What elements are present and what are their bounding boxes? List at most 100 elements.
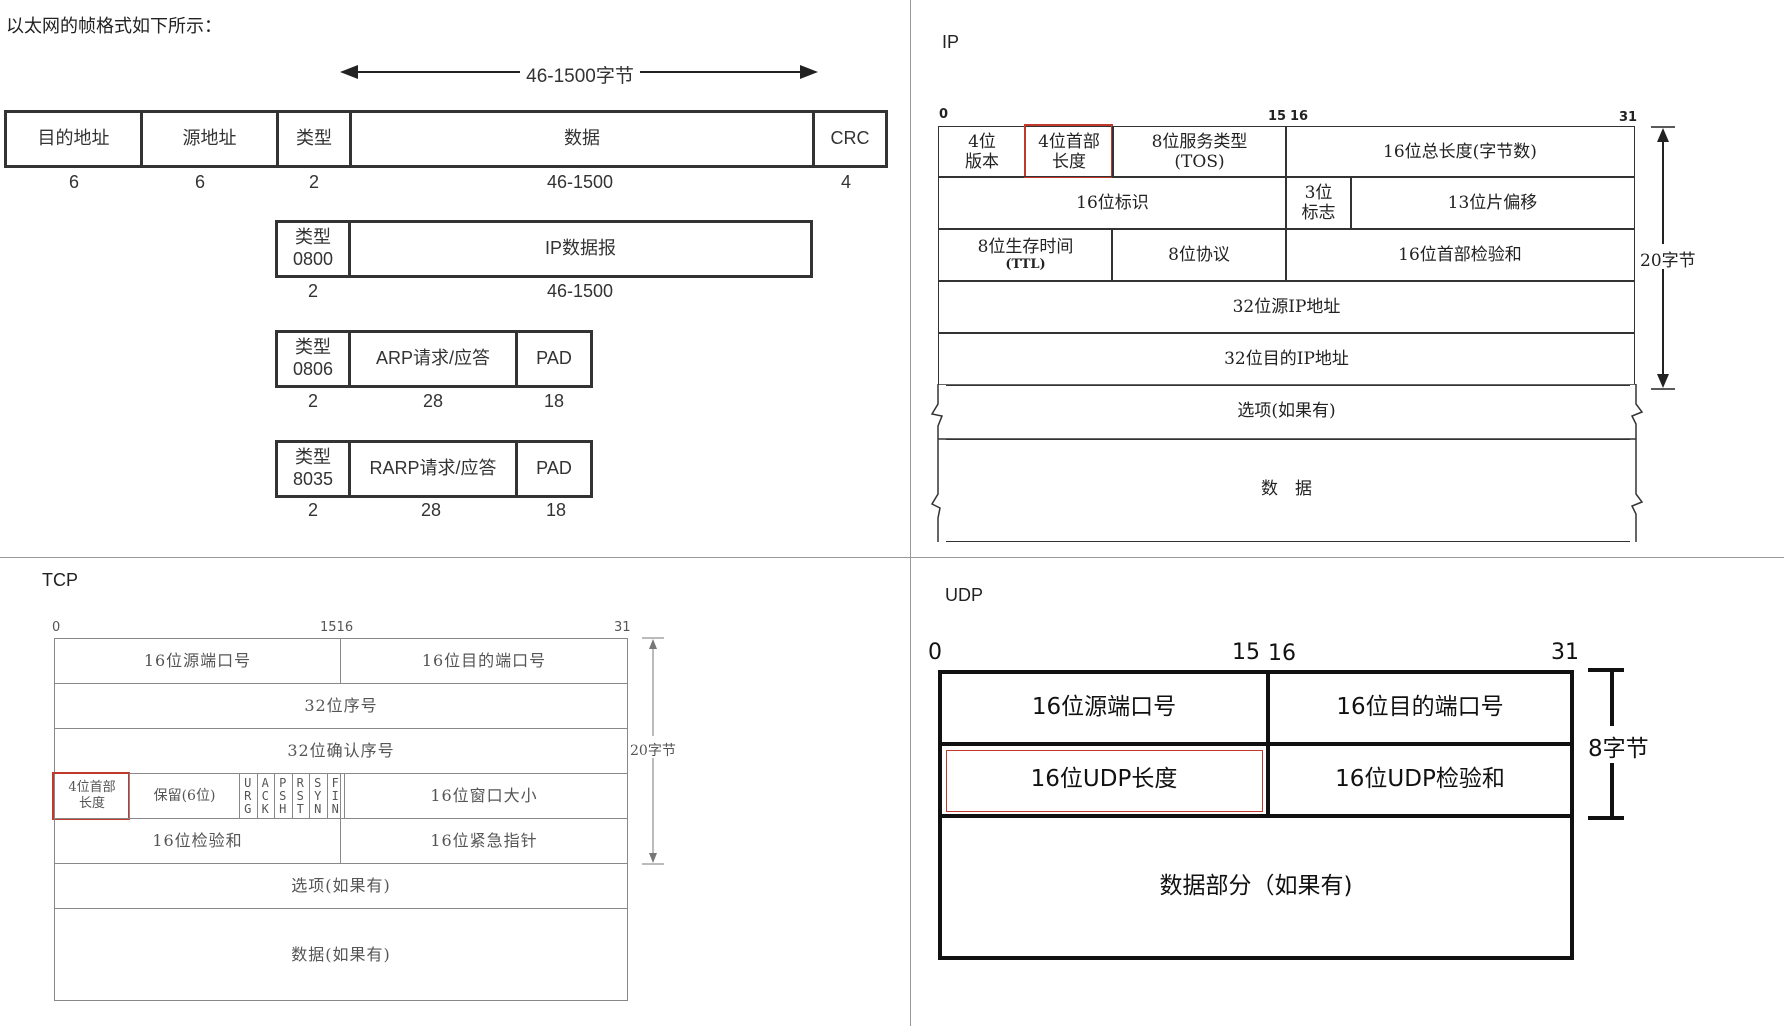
rarp-type: 类型 8035 (275, 440, 351, 498)
tcp-ack: 32位确认序号 (54, 728, 628, 774)
range-arrow (340, 65, 818, 79)
tcp-hlen-b: 长度 (78, 796, 105, 811)
tcp-flag-letter: G (244, 801, 253, 816)
ip-bit-31: 31 (1619, 110, 1638, 125)
size-type: 2 (308, 172, 319, 192)
tcp-flag-letter: S (279, 788, 288, 803)
ip-version-a: 4位 (968, 131, 996, 152)
ip-20bytes-arrow (1651, 126, 1675, 390)
ip-tos: 8位服务类型 (TOS) (1112, 126, 1287, 178)
frame-crc: CRC (812, 110, 888, 168)
ip-flags: 3位 标志 (1285, 176, 1352, 230)
tcp-hlen-highlight (52, 772, 130, 820)
ip-fragment-offset: 13位片偏移 (1350, 176, 1635, 230)
tcp-bit-31: 31 (614, 620, 631, 635)
rarp-size-data: 28 (420, 500, 442, 520)
frame-src-address: 源地址 (140, 110, 279, 168)
udp-checksum: 16位UDP检验和 (1266, 742, 1574, 818)
ip-identification: 16位标识 (938, 176, 1287, 230)
tcp-bit-1516: 1516 (320, 620, 354, 635)
tcp-flag-letter: P (279, 775, 288, 790)
size-data: 46-1500 (546, 172, 614, 192)
udp-length-highlight (946, 750, 1263, 812)
udp-8bytes-bracket (1588, 668, 1624, 820)
ip-protocol: 8位协议 (1111, 228, 1287, 282)
arp-data: ARP请求/应答 (348, 330, 518, 388)
tcp-flag-letter: N (314, 801, 323, 816)
tcp-flag-letter: A (261, 775, 270, 790)
tcp-flag-letter: K (261, 801, 270, 816)
ipdg-size-data: 46-1500 (546, 281, 614, 301)
ipdg-type-code: 0800 (292, 249, 334, 269)
ip-ihl-b: 长度 (1052, 152, 1086, 172)
size-src: 6 (194, 172, 205, 192)
ip-bit-0: 0 (939, 107, 949, 122)
ip-title: IP (942, 32, 960, 52)
arp-pad: PAD (515, 330, 593, 388)
ip-version: 4位 版本 (938, 126, 1026, 178)
ip-ttl: 8位生存时间 (TTL) (938, 228, 1113, 282)
arp-type-label: 类型 (295, 337, 331, 358)
arp-type: 类型 0806 (275, 330, 351, 388)
frame-dest-address: 目的地址 (4, 110, 143, 168)
ip-ihl-a: 4位首部 (1038, 131, 1100, 152)
size-dest: 6 (68, 172, 79, 192)
tcp-flag-letter: H (279, 801, 288, 816)
tcp-flag-letter: R (296, 775, 305, 790)
tcp-window: 16位窗口大小 (340, 773, 628, 819)
arp-size-pad: 18 (543, 391, 565, 411)
ip-bit-15: 15 (1268, 109, 1287, 124)
tcp-hlen-a: 4位首部 (68, 780, 116, 796)
rarp-type-label: 类型 (295, 447, 331, 468)
rarp-size-type: 2 (307, 500, 318, 520)
range-label: 46-1500字节 (526, 66, 634, 87)
ip-side-label: 20字节 (1640, 251, 1696, 271)
ip-zigzag-edges (930, 384, 1644, 544)
ethernet-title: 以太网的帧格式如下所示： (6, 16, 222, 37)
tcp-flag-letter: R (244, 788, 253, 803)
tcp-flag-letter: F (331, 775, 340, 790)
tcp-urgent: 16位紧急指针 (340, 818, 628, 864)
tcp-flag-letter: C (261, 788, 270, 803)
ipdg-type-label: 类型 (295, 227, 331, 248)
vertical-divider (910, 0, 911, 1026)
tcp-title: TCP (42, 570, 78, 590)
ip-total-length: 16位总长度(字节数) (1285, 126, 1635, 178)
tcp-flag-letter: S (296, 788, 305, 803)
ipdg-size-type: 2 (307, 281, 318, 301)
ip-tos-a: 8位服务类型 (1151, 131, 1248, 152)
tcp-seq: 32位序号 (54, 683, 628, 729)
size-crc: 4 (840, 172, 851, 192)
tcp-reserved: 保留(6位) (129, 773, 240, 819)
tcp-checksum: 16位检验和 (54, 818, 341, 864)
udp-src-port: 16位源端口号 (938, 670, 1270, 746)
frame-data: 数据 (349, 110, 815, 168)
tcp-src-port: 16位源端口号 (54, 638, 341, 684)
tcp-flag-letter: T (296, 801, 305, 816)
udp-data: 数据部分（如果有) (938, 814, 1574, 960)
arp-size-data: 28 (422, 391, 444, 411)
ip-flags-a: 3位 (1304, 182, 1333, 203)
ip-version-b: 版本 (965, 152, 999, 172)
tcp-flag-letter: Y (314, 788, 323, 803)
udp-title: UDP (945, 585, 984, 605)
ip-ihl-highlight (1024, 124, 1113, 178)
udp-dst-port: 16位目的端口号 (1266, 670, 1574, 746)
ip-header-length: 4位首部 长度 (1024, 126, 1114, 178)
rarp-size-pad: 18 (545, 500, 567, 520)
udp-bit-31: 31 (1551, 640, 1579, 665)
rarp-data: RARP请求/应答 (348, 440, 518, 498)
horizontal-divider (0, 557, 1784, 558)
tcp-side-label: 20字节 (630, 743, 676, 759)
tcp-20bytes-arrow (642, 637, 664, 865)
rarp-type-code: 8035 (292, 469, 334, 489)
tcp-dst-port: 16位目的端口号 (340, 638, 628, 684)
